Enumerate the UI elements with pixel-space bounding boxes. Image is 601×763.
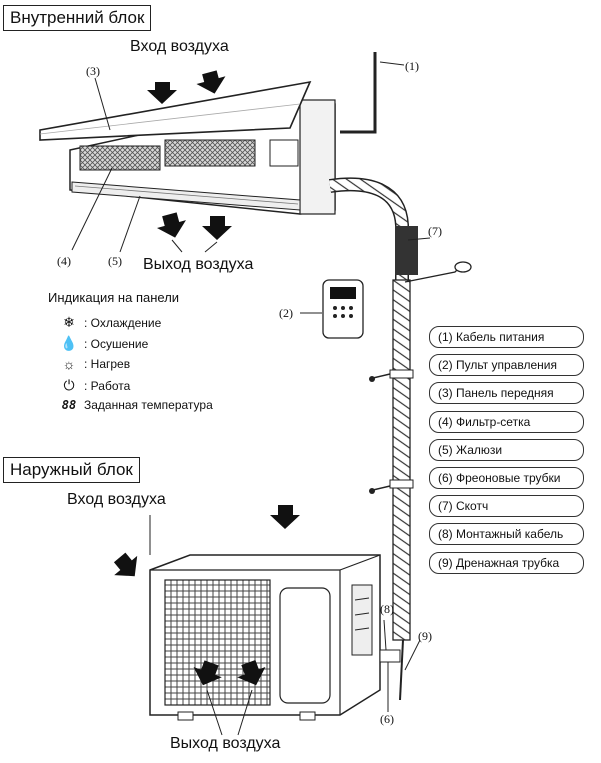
panel-item-cooling: ❄ : Охлаждение	[58, 314, 161, 331]
callout-9: (9)	[418, 629, 432, 643]
legend-item-filter: (4) Фильтр-сетка	[429, 410, 584, 433]
outdoor-fan-grill	[164, 579, 271, 706]
panel-item-heating: ☼ : Нагрев	[58, 356, 131, 372]
outdoor-air-in-arrows	[113, 505, 300, 577]
callout-5: (5)	[108, 254, 122, 268]
panel-item-label: : Нагрев	[84, 357, 131, 371]
panel-item-label: : Охлаждение	[84, 315, 162, 330]
legend-item-power-cable: (1) Кабель питания	[429, 326, 584, 348]
indoor-air-out-arrows	[156, 212, 232, 240]
outdoor-air-out-arrows	[193, 659, 266, 686]
panel-indication-title: Индикация на панели	[48, 290, 180, 305]
indoor-air-in-arrows	[147, 70, 226, 104]
indoor-title: Внутренний блок	[3, 5, 152, 31]
indoor-air-in-label: Вход воздуха	[130, 38, 229, 55]
callout-4: (4)	[57, 254, 71, 268]
remote-control	[300, 279, 364, 339]
outdoor-air-in-label: Вход воздуха	[67, 491, 166, 508]
legend-item-front-panel: (3) Панель передняя	[429, 382, 584, 405]
callout-3: (3)	[86, 64, 100, 78]
filter-mesh-right	[164, 139, 256, 167]
droplets-icon: 💧	[60, 335, 78, 351]
snowflake-icon: ❄	[63, 314, 75, 330]
outdoor-unit	[149, 554, 401, 721]
outdoor-air-out-label: Выход воздуха	[170, 735, 281, 752]
callout-8: (8)	[380, 602, 394, 616]
legend-item-tape: (7) Скотч	[429, 495, 584, 518]
louver	[71, 181, 301, 211]
legend-item-remote: (2) Пульт управления	[429, 354, 584, 377]
power-cable	[340, 52, 377, 134]
indoor-air-out-label: Выход воздуха	[143, 256, 254, 273]
panel-item-drying: 💧 : Осушение	[58, 335, 148, 352]
filter-mesh-left	[79, 145, 161, 171]
legend-item-mounting-cable: (8) Монтажный кабель	[429, 523, 584, 546]
callout-6: (6)	[380, 712, 394, 726]
digits-icon: 88	[61, 398, 77, 412]
legend-item-freon-pipes: (6) Фреоновые трубки	[429, 466, 584, 489]
callout-1: (1)	[405, 59, 419, 73]
panel-item-operation: ⏻ : Работа	[58, 377, 130, 394]
panel-item-set-temperature: 88 Заданная температура	[58, 398, 213, 412]
power-icon: ⏻	[63, 377, 75, 393]
panel-item-label: : Работа	[84, 378, 131, 393]
panel-item-label: : Осушение	[84, 336, 149, 351]
front-panel	[39, 80, 312, 141]
legend-item-louver: (5) Жалюзи	[429, 438, 584, 461]
callout-2: (2)	[279, 306, 293, 320]
panel-item-label: Заданная температура	[84, 398, 213, 412]
sun-icon: ☼	[62, 356, 76, 372]
callout-7: (7)	[428, 224, 442, 238]
indoor-unit	[39, 80, 336, 215]
pipe-bundle	[328, 177, 472, 701]
component-legend: (1) Кабель питания (2) Пульт управления …	[429, 326, 584, 580]
outdoor-title: Наружный блок	[3, 457, 140, 483]
legend-item-drain-pipe: (9) Дренажная трубка	[429, 551, 584, 574]
